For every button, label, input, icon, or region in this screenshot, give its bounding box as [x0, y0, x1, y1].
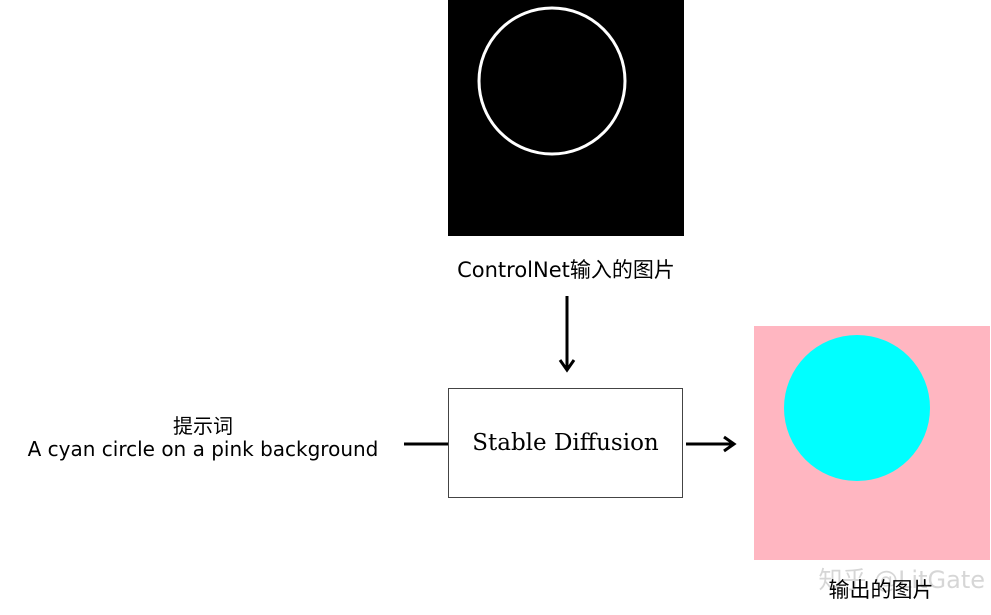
- input-circle-outline: [477, 6, 627, 156]
- prompt-text: A cyan circle on a pink background: [27, 437, 379, 461]
- stable-diffusion-box: Stable Diffusion: [448, 388, 683, 498]
- controlnet-input-image: [448, 0, 684, 236]
- prompt-title: 提示词: [173, 414, 233, 438]
- watermark: 知乎 @LitGate: [818, 566, 985, 594]
- prompt-connector-line: [404, 442, 448, 446]
- output-cyan-circle: [784, 335, 930, 481]
- stable-diffusion-label: Stable Diffusion: [472, 430, 659, 456]
- arrow-down-icon: [558, 296, 576, 373]
- input-background: [448, 0, 684, 236]
- arrow-right-icon: [686, 435, 737, 453]
- output-image-caption: 输出的图片: [828, 578, 934, 602]
- output-image: [754, 326, 990, 560]
- input-image-caption: ControlNet输入的图片: [457, 258, 675, 282]
